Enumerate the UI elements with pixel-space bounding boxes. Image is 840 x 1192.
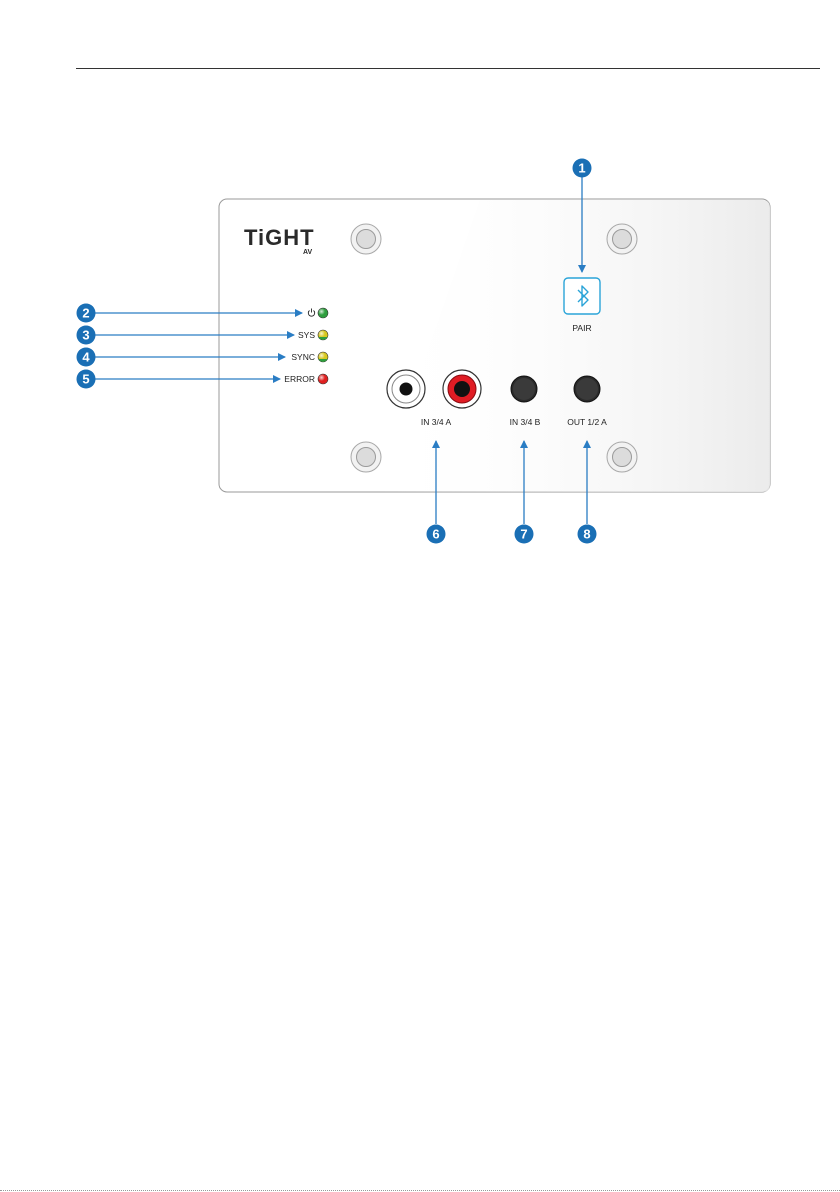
mounting-screw-bottom-left xyxy=(351,442,381,472)
callout-2: 2 xyxy=(77,304,96,323)
bottom-rule xyxy=(0,1190,840,1191)
rca-jack-right[interactable] xyxy=(443,370,481,408)
error-label: ERROR xyxy=(284,374,315,384)
callout-8-number: 8 xyxy=(583,527,590,542)
mounting-screw-top-right xyxy=(607,224,637,254)
brand-logo: TiGHT xyxy=(244,225,315,250)
callout-1: 1 xyxy=(573,159,592,178)
bluetooth-pair-button[interactable] xyxy=(564,278,600,314)
callout-6-number: 6 xyxy=(432,527,439,542)
sys-led xyxy=(318,330,328,340)
mounting-screw-bottom-right xyxy=(607,442,637,472)
in-3-4-b-label: IN 3/4 B xyxy=(510,417,541,427)
jack-in-3-4-b[interactable] xyxy=(511,376,537,402)
brand-logo-sub: AV xyxy=(303,249,313,256)
in-3-4-a-label: IN 3/4 A xyxy=(421,417,452,427)
pair-label: PAIR xyxy=(572,323,591,333)
power-led xyxy=(318,308,328,318)
error-led xyxy=(318,374,328,384)
callout-7-number: 7 xyxy=(520,527,527,542)
callout-7: 7 xyxy=(515,525,534,544)
sync-led xyxy=(318,352,328,362)
callout-5: 5 xyxy=(77,370,96,389)
sync-label: SYNC xyxy=(291,352,315,362)
rca-jack-left[interactable] xyxy=(387,370,425,408)
sys-label: SYS xyxy=(298,330,315,340)
callout-2-number: 2 xyxy=(82,306,89,321)
callout-4-number: 4 xyxy=(82,350,90,365)
jack-out-1-2-a[interactable] xyxy=(574,376,600,402)
callout-1-number: 1 xyxy=(578,161,585,176)
callout-4: 4 xyxy=(77,348,96,367)
mounting-screw-top-left xyxy=(351,224,381,254)
callout-6: 6 xyxy=(427,525,446,544)
callout-3-number: 3 xyxy=(82,328,89,343)
callout-5-number: 5 xyxy=(82,372,89,387)
callout-3: 3 xyxy=(77,326,96,345)
out-1-2-a-label: OUT 1/2 A xyxy=(567,417,607,427)
callout-8: 8 xyxy=(578,525,597,544)
